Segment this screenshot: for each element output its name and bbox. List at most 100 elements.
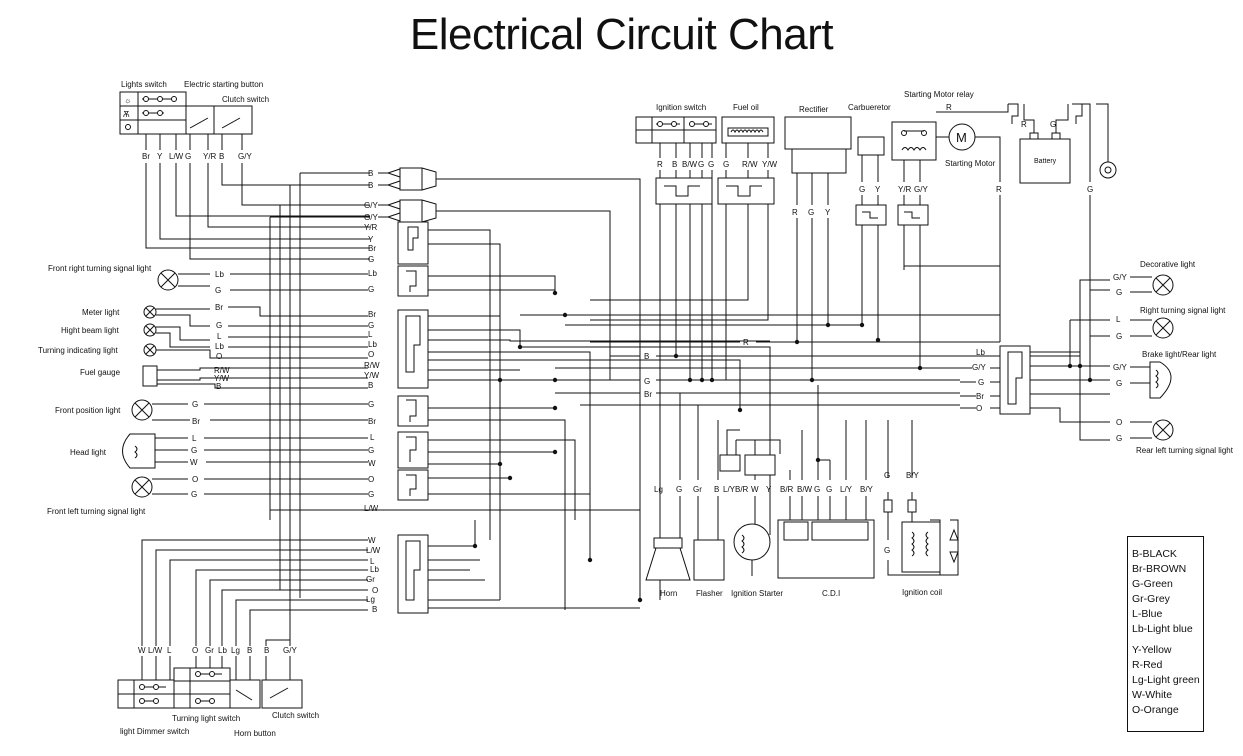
svg-text:L/W: L/W — [364, 504, 379, 513]
legend-item: Y-Yellow — [1132, 644, 1172, 656]
right-harness-connector — [999, 345, 1031, 415]
legend-item: G-Green — [1132, 578, 1173, 590]
front-left-turning-label: Front left turning signal light — [47, 507, 146, 516]
svg-text:O: O — [368, 350, 374, 359]
svg-text:Lb: Lb — [370, 565, 379, 574]
top-middle-wires — [590, 103, 1109, 600]
horn-unit — [645, 537, 691, 581]
svg-text:L/W: L/W — [366, 546, 381, 555]
svg-text:B/W: B/W — [797, 485, 813, 494]
svg-text:☼: ☼ — [124, 96, 131, 105]
svg-text:G: G — [708, 160, 714, 169]
electric-starting-button — [185, 105, 215, 135]
svg-text:R: R — [946, 103, 952, 112]
svg-text:O: O — [976, 404, 982, 413]
right-turning-lamp — [1152, 317, 1174, 339]
svg-text:Y/W: Y/W — [762, 160, 778, 169]
junction-dot — [809, 377, 815, 383]
svg-text:Gr: Gr — [205, 646, 214, 655]
svg-text:G: G — [1116, 288, 1122, 297]
legend-item: Lb-Light blue — [1132, 623, 1193, 635]
svg-text:G: G — [698, 160, 704, 169]
svg-text:R/W: R/W — [742, 160, 758, 169]
svg-text:Br: Br — [368, 417, 376, 426]
legend-item: B-BLACK — [1132, 548, 1177, 560]
meter-group-lamps — [142, 305, 158, 387]
svg-text:L: L — [370, 433, 375, 442]
junction-dot — [875, 337, 881, 343]
svg-text:Br: Br — [976, 392, 984, 401]
svg-text:L/W: L/W — [148, 646, 163, 655]
svg-text:R: R — [743, 338, 749, 347]
svg-text:G: G — [191, 446, 197, 455]
svg-text:Y: Y — [157, 152, 163, 161]
svg-text:Lb: Lb — [976, 348, 985, 357]
rectifier-label: Rectifier — [799, 105, 829, 114]
brake-rear-label: Brake light/Rear light — [1142, 350, 1217, 359]
svg-text:G: G — [884, 471, 890, 480]
svg-text:Br: Br — [142, 152, 150, 161]
svg-text:B/R: B/R — [780, 485, 794, 494]
junction-dot — [709, 377, 715, 383]
svg-text:B/R: B/R — [735, 485, 749, 494]
svg-text:B: B — [264, 646, 269, 655]
svg-text:L: L — [167, 646, 172, 655]
right-harness-wires — [960, 279, 1110, 441]
junction-dot — [497, 377, 503, 383]
clutch-switch-bottom — [261, 679, 303, 709]
svg-text:G: G — [1116, 379, 1122, 388]
svg-text:B/W: B/W — [682, 160, 698, 169]
front-right-turning-lamp — [157, 269, 210, 291]
mid-bus-labels: R B G Br — [644, 338, 749, 399]
front-position-lamp — [131, 399, 153, 421]
battery-unit — [1008, 103, 1083, 184]
svg-text:G/Y: G/Y — [972, 363, 986, 372]
cdi-label: C.D.I — [822, 589, 840, 598]
svg-text:Y/W: Y/W — [214, 374, 230, 383]
page-title: Electrical Circuit Chart — [409, 10, 834, 59]
junction-dot — [1077, 363, 1083, 369]
svg-text:G: G — [368, 446, 374, 455]
svg-text:B: B — [672, 160, 677, 169]
ignition-switch — [635, 116, 717, 144]
ignition-coil-label: Ignition coil — [902, 588, 942, 597]
svg-text:Y/R: Y/R — [203, 152, 217, 161]
carburetor-label: Carbueretor — [848, 103, 891, 112]
svg-text:R: R — [996, 185, 1002, 194]
right-lamp-wire-labels: G/Y G L G G/Y G O G — [1113, 273, 1127, 443]
clutch-switch-bottom-label: Clutch switch — [272, 711, 319, 720]
ground-terminal — [1099, 161, 1117, 179]
ignition-starter-unit — [719, 454, 776, 576]
junction-dot — [687, 377, 693, 383]
svg-text:G: G — [1050, 120, 1056, 129]
meter-light-label: Meter light — [82, 308, 120, 317]
svg-text:G: G — [191, 490, 197, 499]
svg-text:G/Y: G/Y — [1113, 363, 1127, 372]
svg-text:W: W — [751, 485, 759, 494]
svg-text:Br: Br — [368, 310, 376, 319]
brake-rear-lamp — [1149, 361, 1172, 399]
bottom-switch-wire-labels: W L/W L O Gr Lb Lg B B G/Y — [138, 646, 297, 655]
svg-text:Y/R: Y/R — [364, 223, 378, 232]
legend-item: W-White — [1132, 689, 1173, 701]
svg-text:G: G — [1116, 332, 1122, 341]
ignition-starter-label: Ignition Starter — [731, 589, 783, 598]
svg-text:B: B — [247, 646, 252, 655]
svg-text:Br: Br — [192, 417, 200, 426]
right-turning-label: Right turning signal light — [1140, 306, 1226, 315]
svg-text:R/W: R/W — [214, 366, 230, 375]
battery-label: Battery — [1034, 158, 1057, 165]
turning-indicating-label: Turning indicating light — [38, 346, 119, 355]
svg-text:G: G — [1116, 434, 1122, 443]
svg-text:L/Y: L/Y — [840, 485, 853, 494]
svg-text:W: W — [190, 458, 198, 467]
connector-blocks — [397, 221, 429, 614]
junction-dot — [637, 597, 643, 603]
front-left-wires — [152, 478, 368, 495]
svg-text:Lb: Lb — [215, 270, 224, 279]
svg-text:L/Y: L/Y — [723, 485, 736, 494]
svg-text:G: G — [215, 286, 221, 295]
svg-text:G/Y: G/Y — [238, 152, 252, 161]
fuel-oil-label: Fuel oil — [733, 103, 759, 112]
svg-text:G: G — [723, 160, 729, 169]
